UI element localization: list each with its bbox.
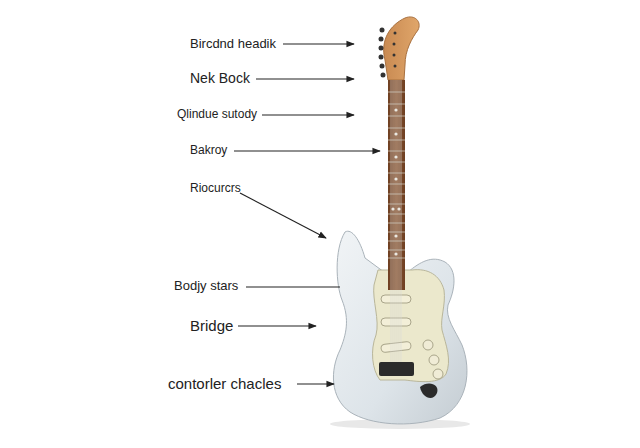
leader-lines <box>234 44 380 384</box>
part-label: Bircdnd headik <box>190 37 276 50</box>
tuners <box>379 28 397 78</box>
part-label: Nek Bock <box>190 71 250 85</box>
headstock <box>384 17 419 80</box>
pickups <box>381 295 412 353</box>
part-label: Bakroy <box>190 144 227 156</box>
strings <box>391 80 401 368</box>
part-label: Riocurcrs <box>190 182 241 194</box>
part-label: Bodjy stars <box>174 279 238 292</box>
output-jack <box>420 383 437 398</box>
frets <box>388 92 405 258</box>
part-label: contorler chacles <box>168 376 281 391</box>
part-label: Qlindue sutody <box>177 108 257 120</box>
fretboard <box>388 80 405 290</box>
part-label: Bridge <box>190 318 233 333</box>
bridge <box>379 362 414 376</box>
pickguard <box>373 270 449 382</box>
knobs <box>423 340 443 379</box>
